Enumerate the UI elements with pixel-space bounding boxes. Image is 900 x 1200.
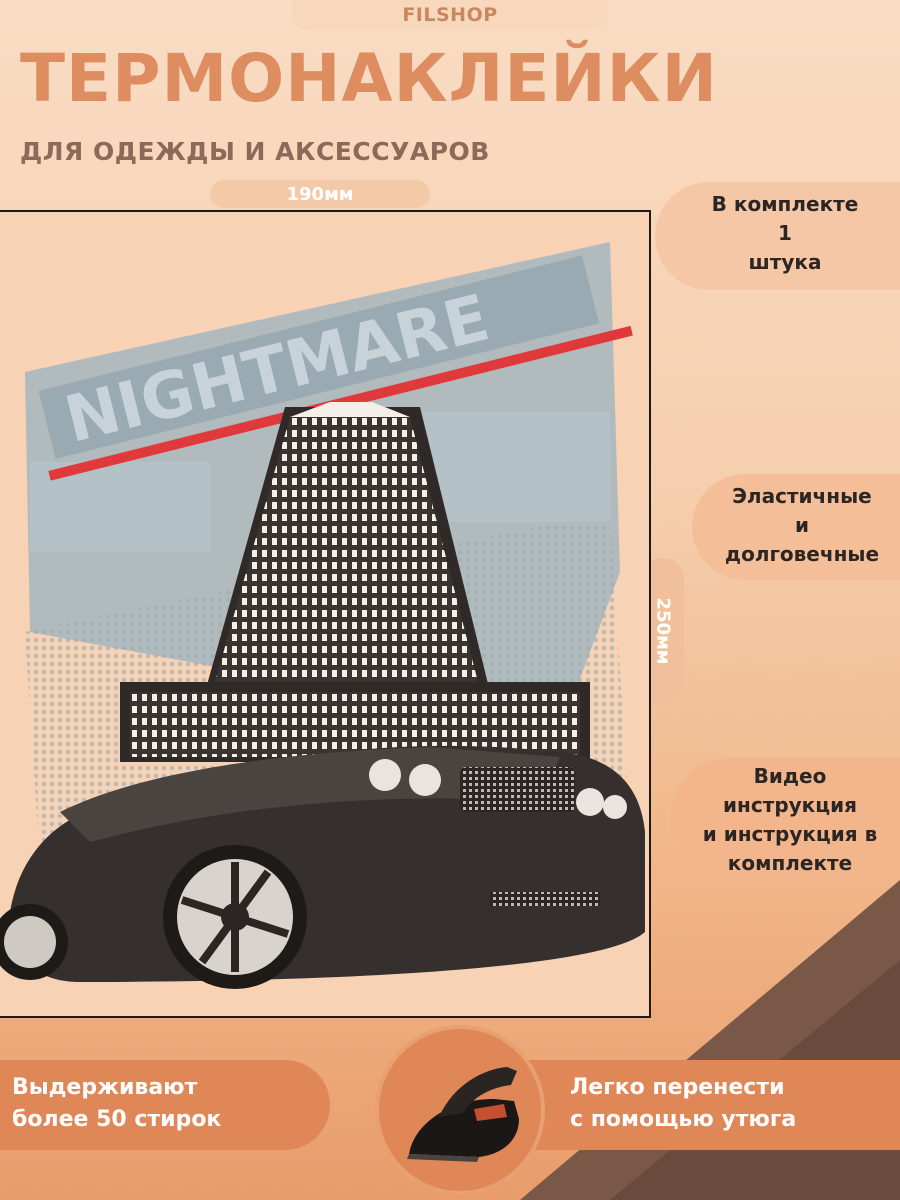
iron-line-1: Легко перенести — [570, 1075, 785, 1100]
feature-elastic-line-2: и — [794, 513, 809, 537]
feature-video-instruction: Видео инструкция и инструкция в комплект… — [670, 758, 900, 880]
iron-icon — [407, 1067, 519, 1162]
feature-elastic: Эластичные и долговечные — [692, 474, 900, 580]
feature-video-line-2: инструкция — [723, 793, 857, 817]
width-dimension-label: 190мм — [210, 180, 430, 208]
feature-kit-quantity: В комплекте 1 штука — [655, 182, 900, 290]
feature-video-line-4: комплекте — [727, 851, 853, 875]
wash-line-2: более 50 стирок — [12, 1107, 222, 1132]
feature-kit-line-2: 1 — [778, 221, 792, 245]
wash-durability-banner: Выдерживают более 50 стирок — [0, 1060, 330, 1150]
brand-label: FILSHOP — [292, 0, 608, 30]
feature-kit-line-1: В комплекте — [711, 192, 859, 216]
page-title: ТЕРМОНАКЛЕЙКИ — [20, 40, 718, 117]
feature-elastic-line-3: долговечные — [724, 542, 880, 566]
car-skyscraper-illustration: NIGHTMARE — [0, 242, 645, 989]
feature-video-line-1: Видео — [753, 764, 827, 788]
page-subtitle: ДЛЯ ОДЕЖДЫ И АКСЕССУАРОВ — [20, 137, 490, 166]
wash-line-1: Выдерживают — [12, 1075, 198, 1100]
feature-elastic-line-1: Эластичные — [732, 484, 872, 508]
feature-video-line-3: и инструкция в — [702, 822, 878, 846]
sticker-artwork: NIGHTMARE — [0, 210, 651, 1018]
height-dimension-label: 250мм — [652, 597, 674, 665]
iron-line-2: с помощью утюга — [570, 1107, 797, 1132]
iron-badge — [375, 1025, 545, 1195]
feature-kit-line-3: штука — [748, 250, 822, 274]
